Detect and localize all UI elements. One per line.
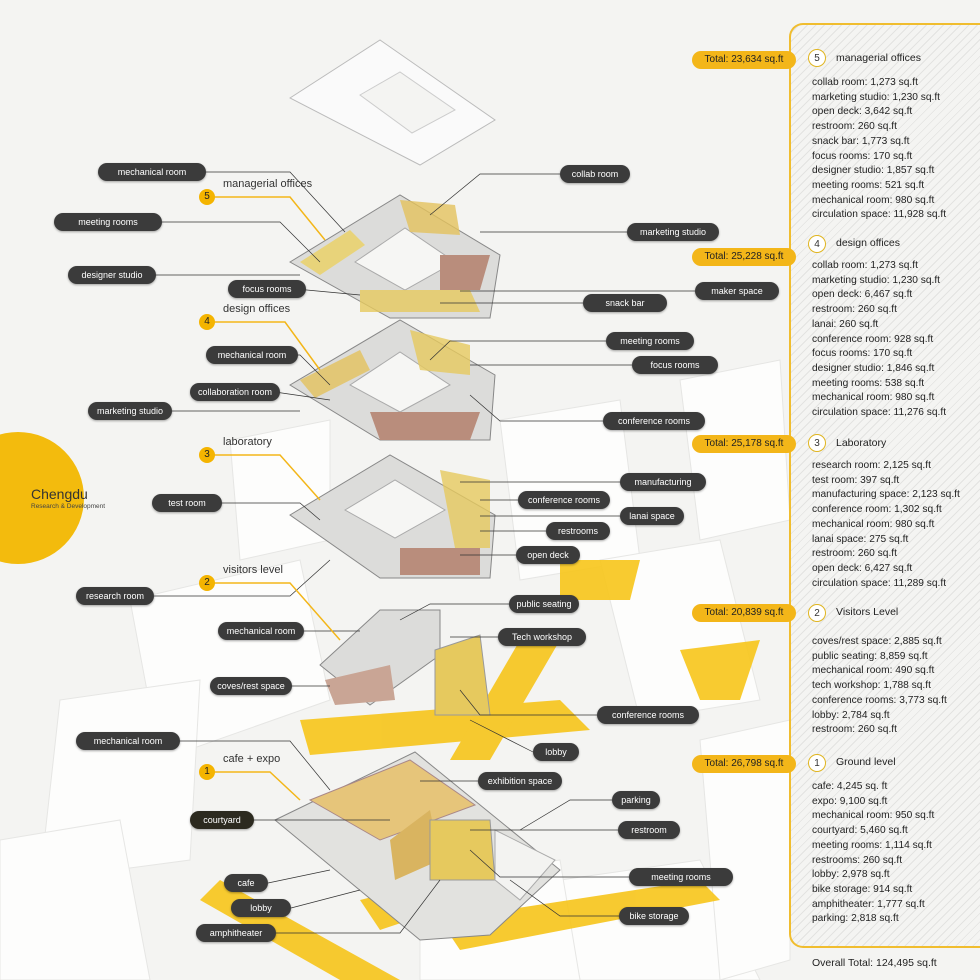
label-meeting-rooms-5: meeting rooms	[54, 213, 162, 231]
section-2-number: 2	[808, 604, 826, 622]
floor-2	[319, 609, 491, 716]
level-1-number: 1	[199, 764, 215, 780]
label-maker-space-5: maker space	[695, 282, 779, 300]
label-mechanical-room-5: mechanical room	[98, 163, 206, 181]
total-level-2: Total: 20,839 sq.ft	[692, 604, 796, 622]
section-1-title: Ground level	[836, 756, 896, 768]
label-lanai-space-3: lanai space	[620, 507, 684, 525]
city-blocks	[0, 359, 791, 980]
section-5-title: managerial offices	[836, 52, 922, 64]
roof	[289, 39, 496, 166]
label-collaboration-room-4: collaboration room	[190, 383, 280, 401]
area-schedule-panel	[789, 23, 980, 948]
leader-lines	[136, 171, 695, 934]
label-coves-rest-space-2: coves/rest space	[210, 677, 292, 695]
label-conference-rooms-3: conference rooms	[518, 491, 610, 509]
label-collab-room-5: collab room	[560, 165, 630, 183]
label-mechanical-room-1: mechanical room	[76, 732, 180, 750]
section-5-number: 5	[808, 49, 826, 67]
overall-total: Overall Total: 124,495 sq.ft	[812, 957, 937, 969]
label-open-deck-3: open deck	[516, 546, 580, 564]
level-5-number: 5	[199, 189, 215, 205]
total-level-3: Total: 25,178 sq.ft	[692, 435, 796, 453]
city-name: Chengdu	[31, 486, 88, 502]
section-2-title: Visitors Level	[836, 606, 899, 618]
level-2-title: visitors level	[223, 564, 283, 576]
floor-3	[289, 454, 496, 579]
level-2-number: 2	[199, 575, 215, 591]
label-restroom-1: restroom	[618, 821, 680, 839]
label-conference-rooms-4: conference rooms	[603, 412, 705, 430]
label-mechanical-room-4: mechanical room	[206, 346, 298, 364]
section-3-title: Laboratory	[836, 437, 887, 449]
roads	[200, 560, 760, 980]
total-level-5: Total: 23,634 sq.ft	[692, 51, 796, 69]
label-research-room-2: research room	[76, 587, 154, 605]
level-3-title: laboratory	[223, 436, 272, 448]
label-restrooms-3: restrooms	[546, 522, 610, 540]
label-marketing-studio-5: marketing studio	[627, 223, 719, 241]
level-4-title: design offices	[223, 303, 291, 315]
section-1-number: 1	[808, 754, 826, 772]
floor-1	[274, 751, 561, 941]
section-4-title: design offices	[836, 237, 901, 249]
level-1-title: cafe + expo	[223, 753, 281, 765]
label-meeting-rooms-1: meeting rooms	[629, 868, 733, 886]
label-public-seating-2: public seating	[509, 595, 579, 613]
level-4-number: 4	[199, 314, 215, 330]
label-conference-rooms-2: conference rooms	[597, 706, 699, 724]
label-courtyard-1: courtyard	[190, 811, 254, 829]
label-manufacturing-3: manufacturing	[620, 473, 706, 491]
label-exhibition-space-1: exhibition space	[478, 772, 562, 790]
label-parking-1: parking	[612, 791, 660, 809]
level-5-title: managerial offices	[223, 178, 313, 190]
label-designer-studio-5: designer studio	[68, 266, 156, 284]
total-level-1: Total: 26,798 sq.ft	[692, 755, 796, 773]
section-3-number: 3	[808, 434, 826, 452]
section-4-number: 4	[808, 235, 826, 253]
level-leaders	[214, 196, 341, 801]
label-test-room-3: test room	[152, 494, 222, 512]
label-lobby-2: lobby	[533, 743, 579, 761]
label-snack-bar-5: snack bar	[583, 294, 667, 312]
label-lobby-1: lobby	[231, 899, 291, 917]
city-subtitle: Research & Development	[31, 503, 106, 510]
label-amphitheater-1: amphitheater	[196, 924, 276, 942]
level-3-number: 3	[199, 447, 215, 463]
floor-4	[289, 319, 496, 441]
label-tech-workshop-2: Tech workshop	[498, 628, 586, 646]
total-level-4: Total: 25,228 sq.ft	[692, 248, 796, 266]
floor-5	[289, 194, 501, 319]
label-meeting-rooms-4: meeting rooms	[606, 332, 694, 350]
label-focus-rooms-5: focus rooms	[228, 280, 306, 298]
label-focus-rooms-4: focus rooms	[632, 356, 718, 374]
label-bike-storage-1: bike storage	[619, 907, 689, 925]
label-marketing-studio-4: marketing studio	[88, 402, 172, 420]
label-mechanical-room-2: mechanical room	[218, 622, 304, 640]
label-cafe-1: cafe	[224, 874, 268, 892]
